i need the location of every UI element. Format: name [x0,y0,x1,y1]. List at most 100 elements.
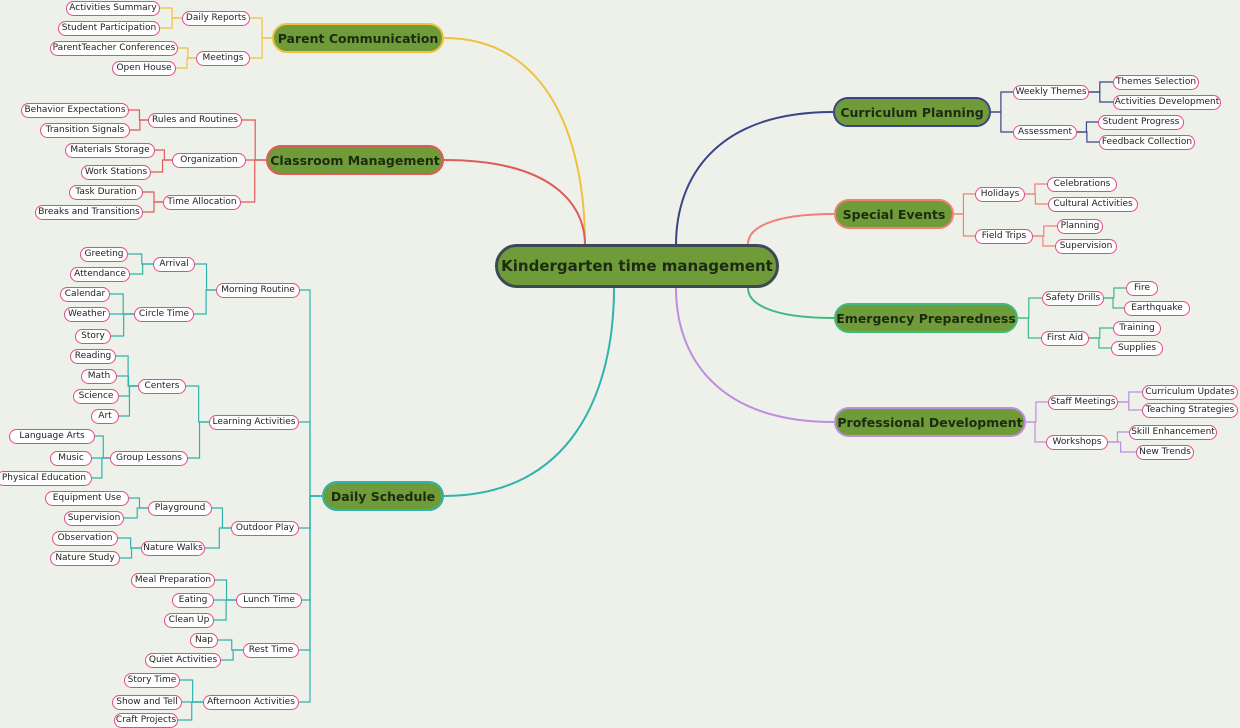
leaf-feedback-collection[interactable]: Feedback Collection [1099,134,1195,150]
branch-special[interactable]: Special Events [834,199,954,229]
node-classroom-org[interactable]: Organization [172,152,246,168]
connector-daily-centers-0 [116,355,138,387]
node-classroom-time[interactable]: Time Allocation [163,194,241,210]
leaf-show-and-tell[interactable]: Show and Tell [112,694,182,710]
node-special-holidays[interactable]: Holidays [975,186,1025,202]
branch-parent[interactable]: Parent Communication [272,23,444,53]
leaf-meal-preparation[interactable]: Meal Preparation [131,572,215,588]
connector-daily-centers-1 [117,375,138,387]
leaf-story[interactable]: Story [75,328,111,344]
node-daily-outdoor[interactable]: Outdoor Play [231,520,299,536]
leaf-observation[interactable]: Observation [52,530,118,546]
leaf-new-trends[interactable]: New Trends [1136,444,1194,460]
leaf-science[interactable]: Science [73,388,119,404]
branch-curriculum[interactable]: Curriculum Planning [833,97,991,127]
node-curriculum-weekly[interactable]: Weekly Themes [1013,84,1089,100]
leaf-nap[interactable]: Nap [190,632,218,648]
leaf-student-participation[interactable]: Student Participation [58,20,160,36]
node-parent-daily[interactable]: Daily Reports [182,10,250,26]
node-daily-learning[interactable]: Learning Activities [209,414,299,430]
root-topic[interactable]: Kindergarten time management [495,244,779,288]
leaf-open-house[interactable]: Open House [112,60,176,76]
connector-classroom-rules-1 [130,119,148,131]
leaf-skill-enhancement[interactable]: Skill Enhancement [1129,424,1217,440]
leaf-curriculum-updates[interactable]: Curriculum Updates [1142,384,1238,400]
connector-curriculum-assessment [991,111,1013,133]
leaf-nature-study[interactable]: Nature Study [50,550,120,566]
leaf-supplies[interactable]: Supplies [1111,340,1163,356]
connector-classroom-rules [242,119,266,161]
node-parent-meetings[interactable]: Meetings [196,50,250,66]
leaf-activities-development[interactable]: Activities Development [1113,94,1221,110]
leaf-themes-selection[interactable]: Themes Selection [1113,74,1199,90]
leaf-quiet-activities[interactable]: Quiet Activities [145,652,221,668]
leaf-earthquake[interactable]: Earthquake [1124,300,1190,316]
node-emergency-drills[interactable]: Safety Drills [1042,290,1104,306]
node-emergency-firstaid[interactable]: First Aid [1041,330,1089,346]
connector-special-trips-0 [1033,225,1057,237]
leaf-behavior-expectations[interactable]: Behavior Expectations [21,102,129,118]
node-daily-lunch[interactable]: Lunch Time [236,592,302,608]
node-daily-walks[interactable]: Nature Walks [141,540,205,556]
connector-professional-staff-0 [1118,391,1142,403]
leaf-clean-up[interactable]: Clean Up [164,612,214,628]
leaf-transition-signals[interactable]: Transition Signals [40,122,130,138]
branch-daily[interactable]: Daily Schedule [322,481,444,511]
branch-emergency[interactable]: Emergency Preparedness [834,303,1018,333]
node-professional-staff[interactable]: Staff Meetings [1048,394,1118,410]
leaf-language-arts[interactable]: Language Arts [9,428,95,444]
leaf-cultural-activities[interactable]: Cultural Activities [1048,196,1138,212]
branch-professional[interactable]: Professional Development [834,407,1026,437]
node-daily-group[interactable]: Group Lessons [110,450,188,466]
leaf-breaks-and-transitions[interactable]: Breaks and Transitions [35,204,143,220]
leaf-fire[interactable]: Fire [1126,280,1158,296]
leaf-equipment-use[interactable]: Equipment Use [45,490,129,506]
leaf-greeting[interactable]: Greeting [80,246,128,262]
leaf-work-stations[interactable]: Work Stations [81,164,151,180]
leaf-reading[interactable]: Reading [70,348,116,364]
node-daily-rest[interactable]: Rest Time [243,642,299,658]
node-daily-circle[interactable]: Circle Time [134,306,194,322]
connector-classroom-org-1 [151,159,172,173]
leaf-teaching-strategies[interactable]: Teaching Strategies [1142,402,1238,418]
node-daily-arrival[interactable]: Arrival [153,256,195,272]
leaf-training[interactable]: Training [1113,320,1161,336]
leaf-eating[interactable]: Eating [172,592,214,608]
node-special-trips[interactable]: Field Trips [975,228,1033,244]
branch-classroom[interactable]: Classroom Management [266,145,444,175]
node-curriculum-assessment[interactable]: Assessment [1013,124,1077,140]
leaf-task-duration[interactable]: Task Duration [69,184,143,200]
leaf-attendance[interactable]: Attendance [70,266,130,282]
connector-curriculum-weekly-0 [1089,81,1113,93]
leaf-activities-summary[interactable]: Activities Summary [66,0,160,16]
connector-daily-morning-circle [194,289,216,315]
leaf-music[interactable]: Music [50,450,92,466]
leaf-craft-projects[interactable]: Craft Projects [114,712,178,728]
connector-curriculum-assessment-1 [1077,131,1099,143]
node-daily-centers[interactable]: Centers [138,378,186,394]
leaf-story-time[interactable]: Story Time [124,672,180,688]
leaf-celebrations[interactable]: Celebrations [1047,176,1117,192]
leaf-art[interactable]: Art [91,408,119,424]
connector-daily-lunch [302,495,322,601]
leaf-student-progress[interactable]: Student Progress [1098,114,1184,130]
leaf-supervision[interactable]: Supervision [1055,238,1117,254]
node-daily-afternoon[interactable]: Afternoon Activities [203,694,299,710]
leaf-materials-storage[interactable]: Materials Storage [65,142,155,158]
leaf-parentteacher-conferences[interactable]: ParentTeacher Conferences [50,40,178,56]
leaf-calendar[interactable]: Calendar [60,286,110,302]
node-daily-morning[interactable]: Morning Routine [216,282,300,298]
leaf-weather[interactable]: Weather [64,306,110,322]
leaf-supervision[interactable]: Supervision [64,510,124,526]
node-daily-playground[interactable]: Playground [148,500,212,516]
connector-emergency-drills-0 [1104,287,1126,299]
node-professional-workshops[interactable]: Workshops [1046,434,1108,450]
node-classroom-rules[interactable]: Rules and Routines [148,112,242,128]
leaf-math[interactable]: Math [81,368,117,384]
connector-parent-daily [250,17,272,39]
leaf-physical-education[interactable]: Physical Education [0,470,92,486]
connector-emergency-firstaid-1 [1089,337,1111,349]
leaf-planning[interactable]: Planning [1057,218,1103,234]
connector-daily-outdoor-playground [212,507,231,529]
